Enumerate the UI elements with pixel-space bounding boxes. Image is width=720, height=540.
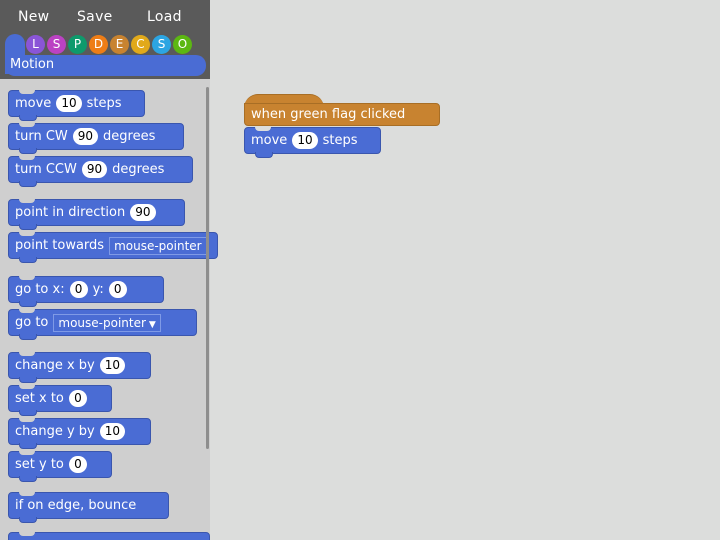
- category-button[interactable]: S: [47, 35, 66, 54]
- selected-category-bar: Motion: [5, 55, 206, 76]
- block-label: change y by: [15, 424, 95, 439]
- move-steps-block[interactable]: move 10 steps: [8, 90, 145, 121]
- category-button[interactable]: C: [131, 35, 150, 54]
- change-y-block[interactable]: change y by 10: [8, 418, 151, 449]
- set-y-block[interactable]: set y to 0: [8, 451, 112, 482]
- turn-cw-block[interactable]: turn CW 90 degrees: [8, 123, 184, 154]
- palette-scrollbar[interactable]: [206, 87, 209, 449]
- point-towards-block[interactable]: point towards mouse-pointer: [8, 232, 218, 263]
- value-input[interactable]: 10: [99, 423, 126, 440]
- if-on-edge-bounce-block[interactable]: if on edge, bounce: [8, 492, 169, 523]
- change-x-block[interactable]: change x by 10: [8, 352, 151, 383]
- block-label: turn CCW: [15, 162, 77, 177]
- value-input[interactable]: 0: [68, 390, 87, 407]
- block-label: if on edge, bounce: [15, 498, 137, 513]
- block-label: steps: [86, 96, 122, 111]
- selected-category-label: Motion: [10, 57, 55, 72]
- direction-input[interactable]: 90: [130, 204, 156, 221]
- when-green-flag-clicked-block[interactable]: when green flag clicked: [244, 103, 440, 126]
- block-label: change x by: [15, 358, 95, 373]
- load-button[interactable]: Load: [147, 9, 182, 25]
- target-dropdown[interactable]: mouse-pointer: [109, 236, 207, 255]
- block-label: move: [251, 133, 288, 148]
- category-button[interactable]: D: [89, 35, 108, 54]
- block-label: set y to: [15, 457, 64, 472]
- dropdown-arrow-icon: ▼: [148, 319, 156, 330]
- script-move-steps-block[interactable]: move 10 steps: [244, 127, 381, 158]
- block-label: when green flag clicked: [251, 107, 406, 122]
- block-label: go to: [15, 315, 49, 330]
- block-label: go to x:: [15, 282, 65, 297]
- block-label: y:: [92, 282, 104, 297]
- steps-input[interactable]: 10: [56, 95, 82, 112]
- dropdown-value: mouse-pointer: [58, 315, 146, 330]
- y-input[interactable]: 0: [108, 281, 127, 298]
- partial-block[interactable]: [8, 532, 210, 540]
- save-button[interactable]: Save: [77, 9, 113, 25]
- set-x-block[interactable]: set x to 0: [8, 385, 112, 416]
- block-label: degrees: [103, 129, 156, 144]
- go-to-block[interactable]: go to mouse-pointer▼: [8, 309, 197, 340]
- new-button[interactable]: New: [18, 9, 50, 25]
- value-input[interactable]: 0: [68, 456, 87, 473]
- steps-input[interactable]: 10: [292, 132, 318, 149]
- target-dropdown[interactable]: mouse-pointer▼: [53, 313, 161, 332]
- degrees-input[interactable]: 90: [81, 161, 108, 178]
- value-input[interactable]: 10: [99, 357, 126, 374]
- block-label: point towards: [15, 238, 105, 253]
- block-label: degrees: [112, 162, 165, 177]
- category-button[interactable]: S: [152, 35, 171, 54]
- block-label: turn CW: [15, 129, 68, 144]
- block-label: move: [15, 96, 52, 111]
- point-in-direction-block[interactable]: point in direction 90: [8, 199, 185, 230]
- category-button[interactable]: O: [173, 35, 192, 54]
- category-button[interactable]: E: [110, 35, 129, 54]
- go-to-xy-block[interactable]: go to x: 0 y: 0: [8, 276, 164, 307]
- block-label: steps: [322, 133, 358, 148]
- turn-ccw-block[interactable]: turn CCW 90 degrees: [8, 156, 193, 187]
- category-button[interactable]: L: [26, 35, 45, 54]
- degrees-input[interactable]: 90: [72, 128, 99, 145]
- block-label: set x to: [15, 391, 64, 406]
- x-input[interactable]: 0: [69, 281, 88, 298]
- block-label: point in direction: [15, 205, 126, 220]
- category-button[interactable]: P: [68, 35, 87, 54]
